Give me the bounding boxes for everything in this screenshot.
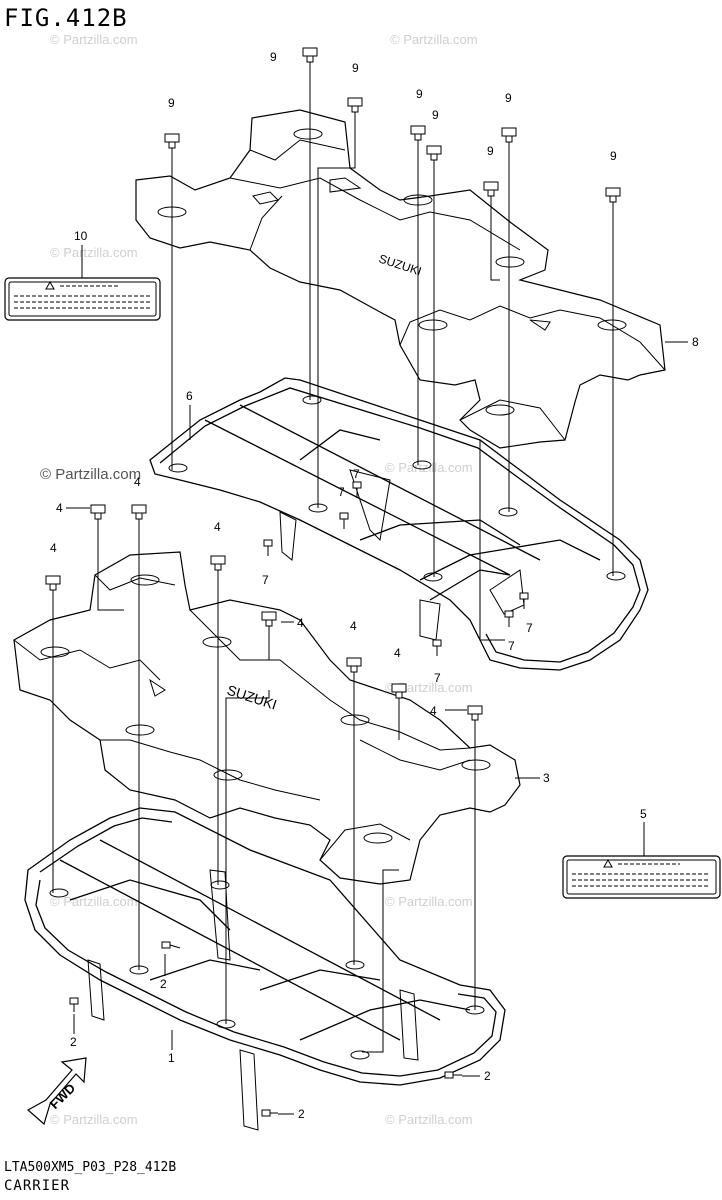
screw-icon <box>161 941 181 949</box>
figure-caption: CARRIER <box>4 1178 71 1194</box>
bolt-icon <box>347 97 363 113</box>
callout-7: 7 <box>508 639 515 653</box>
bolt-icon <box>410 125 426 141</box>
bolt-icon <box>131 504 147 520</box>
bolt-icon <box>426 145 442 161</box>
screw-icon <box>519 592 529 609</box>
callout-4: 4 <box>430 704 437 718</box>
callout-9: 9 <box>352 61 359 75</box>
watermark: © Partzilla.com <box>50 894 138 909</box>
callout-3: 3 <box>543 771 550 785</box>
callout-4: 4 <box>297 616 304 630</box>
screw-icon <box>339 512 349 529</box>
warning-label-decal <box>4 277 161 321</box>
forward-arrow-icon: FWD <box>26 1057 87 1126</box>
screw-icon <box>504 610 514 627</box>
figure-code: LTA500XM5_P03_P28_412B <box>4 1160 177 1175</box>
watermark: © Partzilla.com <box>50 245 138 260</box>
screw-icon <box>444 1071 462 1079</box>
callout-9: 9 <box>432 108 439 122</box>
callout-4: 4 <box>350 619 357 633</box>
callout-1: 1 <box>168 1051 175 1065</box>
callout-4: 4 <box>214 520 221 534</box>
bolt-icon <box>605 187 621 203</box>
screw-icon <box>263 539 273 556</box>
callout-4: 4 <box>50 541 57 555</box>
screw-icon <box>352 481 362 498</box>
bolt-icon <box>467 705 483 721</box>
callout-9: 9 <box>416 87 423 101</box>
callout-8: 8 <box>692 335 699 349</box>
watermark-strong: © Partzilla.com <box>40 466 142 483</box>
upper-carrier-frame <box>149 377 649 671</box>
bolt-icon <box>210 555 226 571</box>
callout-9: 9 <box>487 144 494 158</box>
watermark: © Partzilla.com <box>385 680 473 695</box>
upper-carrier-cover <box>135 109 666 449</box>
screw-icon <box>261 1109 278 1117</box>
fwd-label: FWD <box>47 1080 79 1112</box>
callout-2: 2 <box>298 1107 305 1121</box>
callout-7: 7 <box>262 573 269 587</box>
warning-label-decal <box>562 855 721 899</box>
bolt-icon <box>164 133 180 149</box>
lower-carrier-frame <box>24 807 506 1086</box>
screw-icon <box>69 997 79 1012</box>
callout-4: 4 <box>56 501 63 515</box>
bolt-icon <box>483 181 499 197</box>
callout-7: 7 <box>434 671 441 685</box>
callout-9: 9 <box>168 96 175 110</box>
callout-4: 4 <box>394 646 401 660</box>
callout-7: 7 <box>338 485 345 499</box>
callout-7: 7 <box>526 621 533 635</box>
callout-5: 5 <box>640 807 647 821</box>
screw-icon <box>432 639 442 656</box>
callout-9: 9 <box>610 149 617 163</box>
watermark: © Partzilla.com <box>390 32 478 47</box>
watermark: © Partzilla.com <box>50 32 138 47</box>
watermark: © Partzilla.com <box>385 894 473 909</box>
callout-9: 9 <box>505 91 512 105</box>
callout-10: 10 <box>74 229 88 243</box>
watermark: © Partzilla.com <box>50 1112 138 1127</box>
callout-2: 2 <box>484 1069 491 1083</box>
lower-carrier-cover <box>13 551 521 885</box>
bolt-icon <box>45 575 61 591</box>
bolt-icon <box>501 127 517 143</box>
callout-6: 6 <box>186 389 193 403</box>
callout-2: 2 <box>70 1035 77 1049</box>
callout-2: 2 <box>160 977 167 991</box>
callout-7: 7 <box>353 467 360 481</box>
callout-4: 4 <box>134 475 141 489</box>
callout-9: 9 <box>270 50 277 64</box>
figure-title: FIG.412B <box>4 4 128 32</box>
bolt-icon <box>302 47 318 63</box>
watermark: © Partzilla.com <box>385 1112 473 1127</box>
bolt-icon <box>346 657 362 673</box>
bolt-icon <box>90 504 106 520</box>
